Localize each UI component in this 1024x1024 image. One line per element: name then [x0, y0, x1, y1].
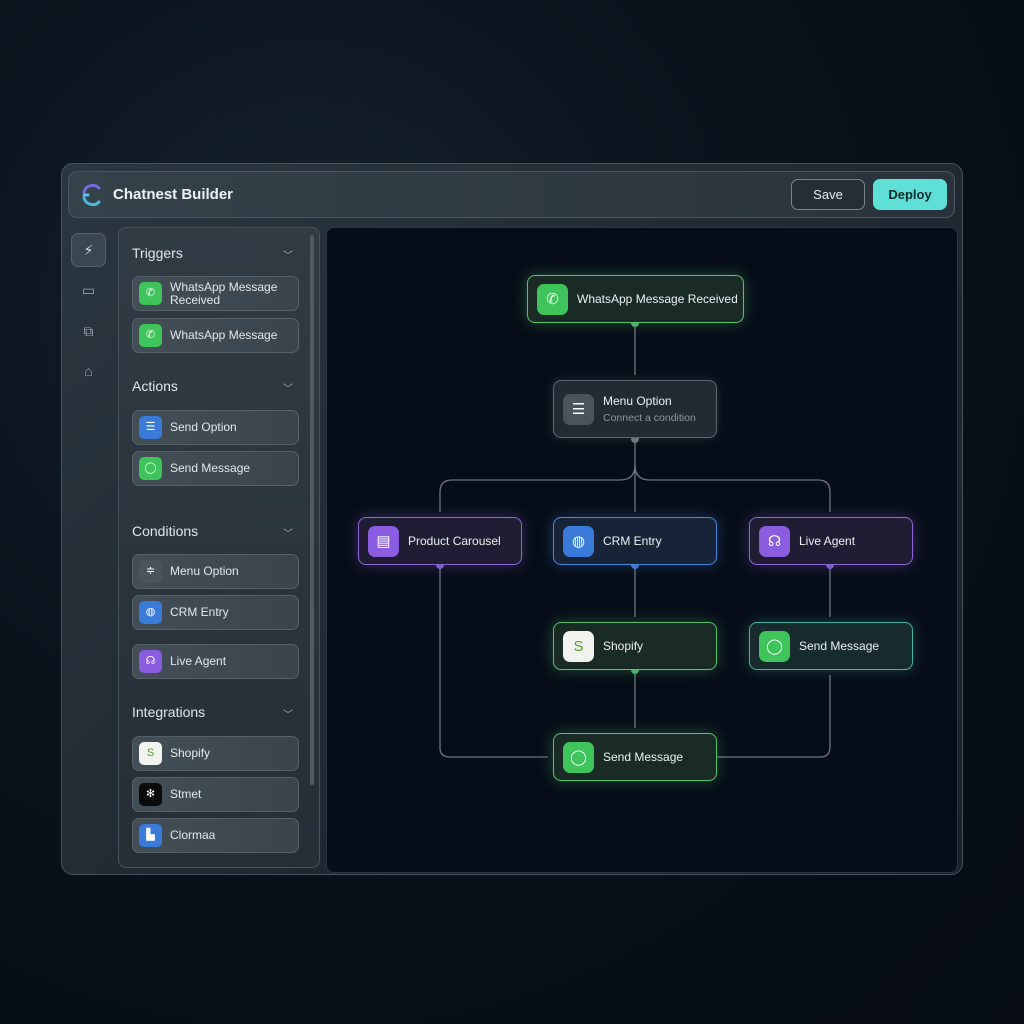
section-integrations[interactable]: Integrations	[132, 704, 206, 720]
chevron-down-icon[interactable]: ﹀	[283, 710, 293, 721]
connector	[717, 675, 831, 758]
sidebar-item-live-agent[interactable]: ☊Live Agent	[132, 644, 299, 679]
menu-icon: ≑	[139, 560, 162, 583]
whatsapp-icon: ✆	[537, 283, 568, 315]
snowflake-icon: ✻	[139, 783, 162, 806]
chevron-down-icon[interactable]: ﹀	[283, 251, 293, 262]
whatsapp-icon: ✆	[139, 324, 162, 347]
node-send-message-bottom[interactable]: ◯Send Message	[553, 733, 717, 781]
basket-icon[interactable]: ⌂	[84, 363, 93, 379]
sidebar-scrollbar[interactable]	[310, 235, 314, 785]
shopify-icon: S	[139, 742, 162, 765]
sidebar-item-menu-option[interactable]: ≑Menu Option	[132, 554, 299, 589]
headset-icon: ☊	[139, 650, 162, 673]
list-icon: ☰	[139, 416, 162, 439]
chatnest-logo	[82, 183, 101, 207]
sidebar-item-whatsapp-message[interactable]: ✆WhatsApp Message	[132, 318, 299, 353]
node-live-agent[interactable]: ☊Live Agent	[749, 517, 913, 565]
deploy-button[interactable]: Deploy	[873, 179, 947, 210]
chat-icon: ◯	[563, 741, 594, 773]
section-actions[interactable]: Actions	[132, 378, 178, 394]
section-triggers[interactable]: Triggers	[132, 245, 183, 261]
headset-icon: ☊	[759, 525, 790, 557]
shopify-icon: S	[563, 630, 594, 662]
connector	[439, 565, 548, 758]
form-icon[interactable]: ▭	[81, 281, 96, 298]
node-send-message-right[interactable]: ◯Send Message	[749, 622, 913, 670]
node-product-carousel[interactable]: ▤Product Carousel	[358, 517, 522, 565]
list-icon: ☰	[563, 393, 594, 425]
chat-icon: ◯	[139, 457, 162, 480]
connector	[634, 464, 831, 512]
sidebar-item-send-option[interactable]: ☰Send Option	[132, 410, 299, 445]
whatsapp-icon: ✆	[139, 282, 162, 305]
app-icon: ▙	[139, 824, 162, 847]
connector	[439, 464, 636, 512]
lightning-icon[interactable]: ⚡︎	[71, 233, 106, 267]
save-button[interactable]: Save	[791, 179, 865, 210]
chevron-down-icon[interactable]: ﹀	[283, 529, 293, 540]
sidebar-item-crm-entry[interactable]: ◍CRM Entry	[132, 595, 299, 630]
node-crm-entry[interactable]: ◍CRM Entry	[553, 517, 717, 565]
node-whatsapp-received[interactable]: ✆WhatsApp Message Received	[527, 275, 744, 323]
crm-icon: ◍	[563, 525, 594, 557]
sidebar-item-stmet[interactable]: ✻Stmet	[132, 777, 299, 812]
carousel-icon: ▤	[368, 525, 399, 557]
chat-icon: ◯	[759, 630, 790, 662]
sidebar-item-send-message[interactable]: ◯Send Message	[132, 451, 299, 486]
chevron-down-icon[interactable]: ﹀	[283, 384, 293, 395]
sidebar-item-whatsapp-received[interactable]: ✆WhatsApp Message Received	[132, 276, 299, 311]
app-title: Chatnest Builder	[113, 186, 234, 203]
section-conditions[interactable]: Conditions	[132, 523, 199, 539]
crm-icon: ◍	[139, 601, 162, 624]
chat-bubbles-icon[interactable]: ⧉	[83, 322, 94, 339]
sidebar-item-clormaa[interactable]: ▙Clormaa	[132, 818, 299, 853]
